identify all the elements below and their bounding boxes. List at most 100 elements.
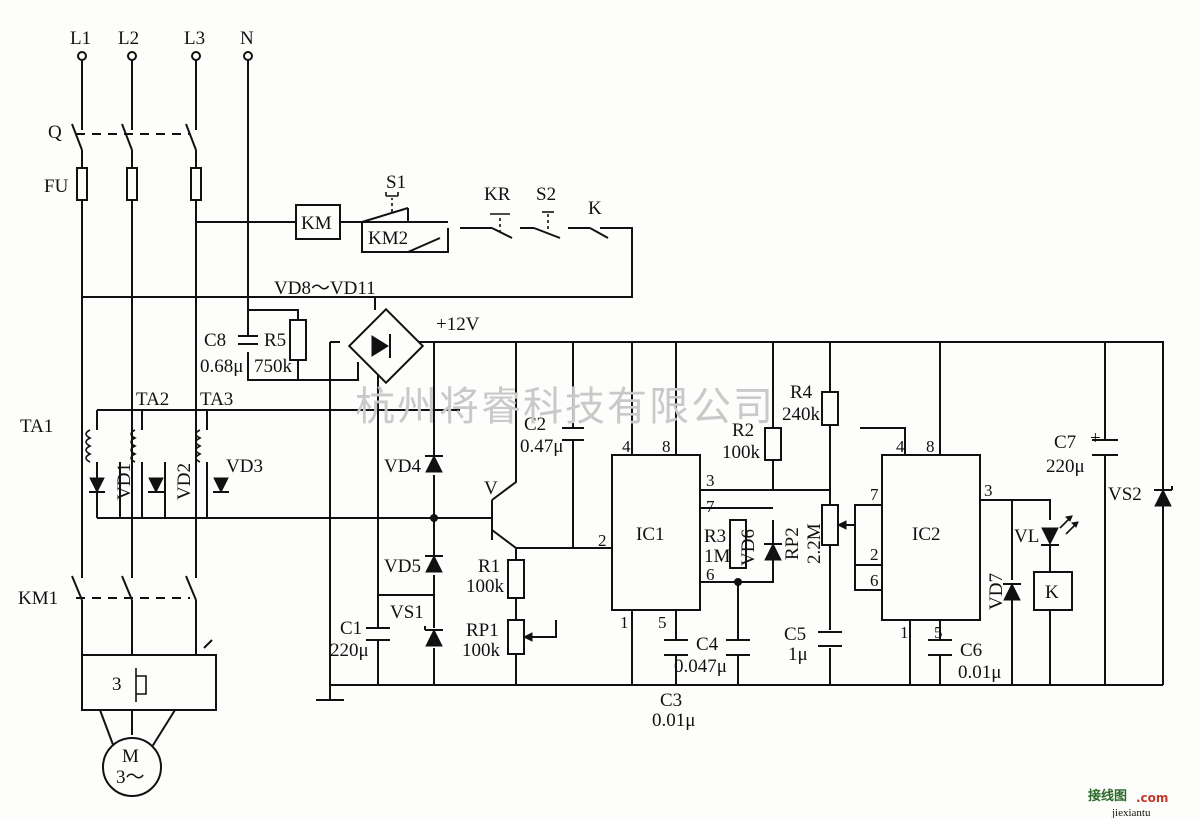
ic1-pin1: 1 [620, 613, 629, 632]
c3-c4: C4 0.047μ C3 0.01μ [652, 634, 750, 731]
contactor-km1-contacts: KM1 [18, 575, 197, 609]
vd7-label: VD7 [986, 573, 1007, 610]
wires [81, 58, 1164, 751]
relay-k-label: K [1045, 582, 1059, 603]
vd3-label: VD3 [226, 456, 263, 477]
terminals: L1 L2 L3 N [70, 28, 254, 61]
ic2-pin7: 7 [870, 485, 879, 504]
c7-label: C7 [1054, 432, 1076, 453]
terminal-n-label: N [240, 28, 254, 49]
output-stage: VD7 VL K [986, 515, 1079, 611]
control-circuit-wire [82, 221, 633, 298]
r2-r3-vd6: R2 100k R3 1M VD6 [704, 420, 782, 569]
c8-label: C8 [204, 330, 226, 351]
rc-branch [248, 297, 376, 380]
c3-label: C3 [660, 690, 682, 711]
motor: 3 M 3～ [102, 639, 213, 797]
ta3-label: TA3 [200, 389, 233, 410]
r1-label: R1 [478, 556, 500, 577]
ic1-pin2: 2 [598, 531, 607, 550]
motor-leads [99, 709, 176, 751]
ic1-wires [631, 342, 830, 685]
r1-value: 100k [466, 576, 505, 597]
switch-q-label: Q [48, 122, 62, 143]
vs1-label: VS1 [390, 602, 424, 623]
pushbutton-s1: S1 KM2 [361, 172, 441, 253]
fuses-fu: FU [44, 167, 202, 201]
c8-value: 0.68μ [200, 356, 243, 377]
r3-label: R3 [704, 526, 726, 547]
ic1-pin8: 8 [662, 437, 671, 456]
r3-value: 1M [704, 546, 731, 567]
contactor-km: KM [295, 204, 341, 240]
terminal-l1-label: L1 [70, 28, 91, 49]
main-switch-q: Q [48, 122, 197, 151]
ic2-pin6: 6 [870, 571, 879, 590]
rp1-value: 100k [462, 640, 501, 661]
k-contact-label: K [588, 198, 602, 219]
vd5-label: VD5 [384, 556, 421, 577]
ic2-label: IC2 [912, 524, 941, 545]
motor-m-label: M [122, 746, 139, 767]
ta2-label: TA2 [136, 389, 169, 410]
ic2-pin8: 8 [926, 437, 935, 456]
ic1-pin6: 6 [706, 565, 715, 584]
ground-rail [316, 341, 1163, 701]
terminal-l3-label: L3 [184, 28, 205, 49]
rp1-label: RP1 [466, 620, 499, 641]
km1-label: KM1 [18, 588, 58, 609]
ic2-top-wires [860, 342, 941, 455]
logo-text: 接线图 [1088, 788, 1127, 804]
ic2-pin4: 4 [896, 437, 905, 456]
rp2-value: 2.2M [804, 523, 825, 564]
ic2: IC2 4 8 3 7 2 6 1 5 [870, 437, 993, 642]
r5-value: 750k [254, 356, 293, 377]
s1-label: S1 [386, 172, 406, 193]
ic1-pin4: 4 [622, 437, 631, 456]
r5-label: R5 [264, 330, 286, 351]
c4-value: 0.047μ [674, 656, 727, 677]
neutral-wire [247, 58, 359, 381]
site-logo: 接线图 .com jiexiantu [1088, 788, 1168, 818]
r4-label: R4 [790, 382, 813, 403]
ta1-label: TA1 [20, 416, 53, 437]
supply-label: +12V [436, 314, 480, 335]
kr-label: KR [484, 184, 511, 205]
c6: C6 0.01μ [928, 639, 1001, 683]
ic1-label: IC1 [636, 524, 665, 545]
bridge-label: VD8～VD11 [274, 278, 376, 299]
r2-value: 100k [722, 442, 761, 463]
c5-label: C5 [784, 624, 806, 645]
ic2-pin1: 1 [900, 623, 909, 642]
ic1: IC1 4 8 3 7 2 6 1 5 [598, 437, 742, 632]
rp2-label: RP2 [782, 527, 803, 560]
ic2-pin3: 3 [984, 481, 993, 500]
ic2-bottom-wires [909, 620, 941, 685]
c2-label: C2 [524, 414, 546, 435]
c6-value: 0.01μ [958, 662, 1001, 683]
vl-label: VL [1014, 526, 1039, 547]
contactor-km-label: KM [301, 213, 332, 234]
c5-value: 1μ [788, 644, 808, 665]
transistor-v-label: V [484, 478, 498, 499]
s2-label: S2 [536, 184, 556, 205]
logo-suffix: .com [1136, 791, 1168, 805]
c1-label: C1 [340, 618, 362, 639]
c7-polarity: + [1090, 428, 1101, 449]
ct-diodes: VD1 VD2 VD3 [89, 456, 263, 500]
current-transformers: TA1 TA2 TA3 [20, 389, 233, 463]
overload-label: 3 [112, 674, 122, 695]
ic2-pin2: 2 [870, 545, 879, 564]
fuse-fu-label: FU [44, 176, 69, 197]
motor-phase-label: 3～ [116, 767, 145, 788]
r4-value: 240k [782, 404, 821, 425]
km2-label: KM2 [368, 228, 408, 249]
ic2-pin5: 5 [934, 623, 943, 642]
overload-relay-box-outline [81, 654, 217, 711]
c7-value: 220μ [1046, 456, 1085, 477]
c8-r5: C8 0.68μ R5 750k [200, 319, 307, 377]
ic1-pin7: 7 [706, 497, 715, 516]
vd6-label: VD6 [738, 529, 759, 566]
watermark-text: 杭州将睿科技有限公司 [355, 384, 775, 429]
